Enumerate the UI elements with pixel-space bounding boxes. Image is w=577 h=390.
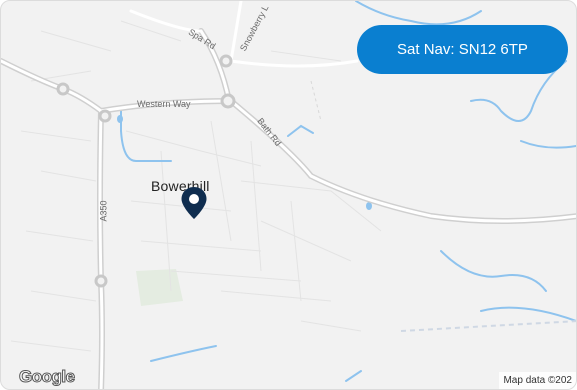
road-label-western-way: Western Way — [137, 99, 191, 109]
satnav-button[interactable]: Sat Nav: SN12 6TP — [357, 25, 568, 74]
map-attribution[interactable]: Map data ©202 — [499, 372, 576, 389]
google-logo: Google — [19, 367, 76, 387]
location-pin-icon[interactable] — [180, 186, 208, 220]
road-label-a350: A350 — [98, 200, 109, 222]
